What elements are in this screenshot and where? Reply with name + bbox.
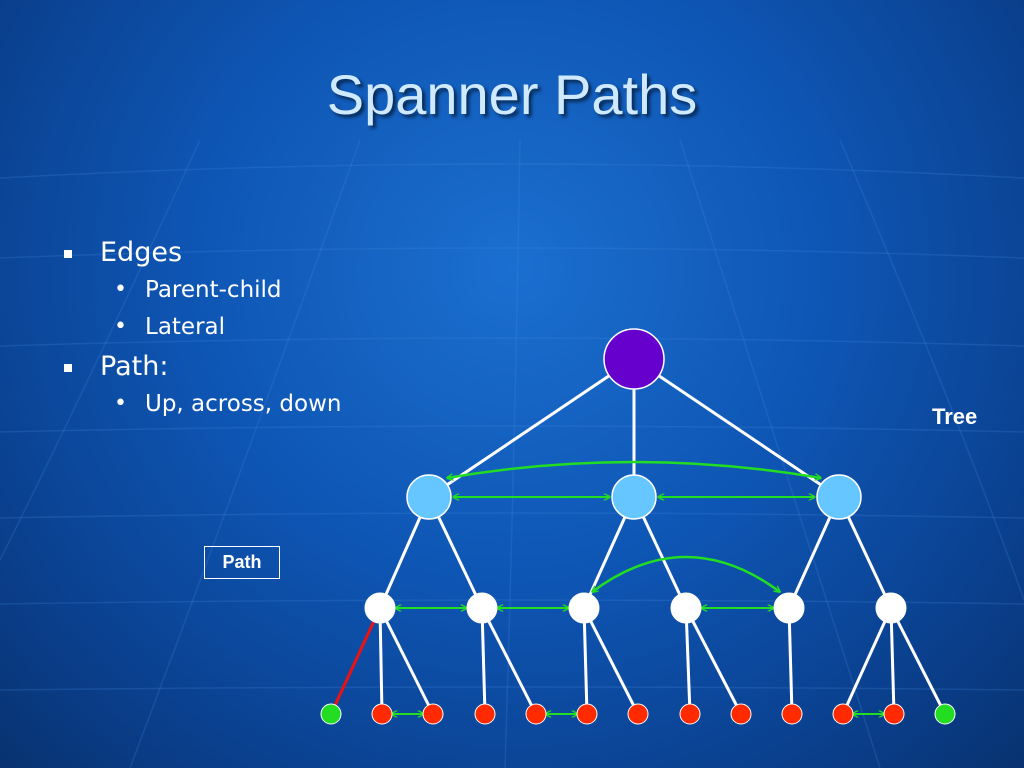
edge-level2-leaf-7	[684, 607, 692, 715]
edge-level2-leaf-4	[480, 607, 538, 715]
level2-node-5	[875, 592, 907, 624]
level1-node-2	[816, 474, 862, 520]
bullet-list: Edges Parent-child Lateral Path: Up, acr…	[62, 234, 341, 425]
level1-node-0	[406, 474, 452, 520]
leaf-node-10	[832, 703, 854, 725]
level2-node-1	[466, 592, 498, 624]
edge-level2-leaf-3	[480, 607, 487, 715]
edge-level2-leaf-5	[582, 607, 589, 715]
leaf-node-8	[730, 703, 752, 725]
level2-node-0	[364, 592, 396, 624]
leaf-node-2	[422, 703, 444, 725]
leaf-node-6	[627, 703, 649, 725]
edge-level2-leaf-12	[889, 607, 947, 715]
level2-node-2	[568, 592, 600, 624]
leaf-node-7	[679, 703, 701, 725]
leaf-node-9	[781, 703, 803, 725]
edge-level2-leaf-6	[582, 607, 640, 715]
edge-level2-leaf-1	[378, 607, 384, 715]
lateral-edges	[391, 460, 885, 714]
edge-path-red	[329, 607, 382, 715]
leaf-node-4	[525, 703, 547, 725]
sub-bullet-up-across-down: Up, across, down	[62, 388, 341, 425]
edge-level2-leaf-8	[684, 607, 743, 715]
leaf-node-1	[371, 703, 393, 725]
leaf-node-11	[883, 703, 905, 725]
leaf-endpoint-node-12	[934, 703, 956, 725]
edge-level2-leaf-10	[841, 607, 893, 715]
tree-nodes	[320, 328, 956, 725]
lateral-arc-level1-outer	[447, 460, 821, 478]
leaf-node-3	[474, 703, 496, 725]
sub-bullet-parent-child: Parent-child	[62, 274, 341, 311]
level2-node-3	[670, 592, 702, 624]
leaf-endpoint-node-0	[320, 703, 342, 725]
edge-level2-leaf-9	[787, 607, 794, 715]
level2-node-4	[773, 592, 805, 624]
level1-node-1	[611, 474, 657, 520]
root-node	[603, 328, 665, 390]
slide-title: Spanner Paths	[326, 63, 698, 126]
leaf-node-5	[576, 703, 598, 725]
tree-edges	[329, 357, 947, 715]
bullet-path: Path:	[62, 348, 341, 388]
tree-label: Tree	[932, 404, 978, 429]
bullet-edges: Edges	[62, 234, 341, 274]
lateral-arc-level2	[592, 555, 780, 592]
edge-level2-leaf-2	[378, 607, 435, 715]
sub-bullet-lateral: Lateral	[62, 311, 341, 348]
path-label-box: Path	[204, 546, 280, 579]
edge-level2-leaf-11	[889, 607, 896, 715]
